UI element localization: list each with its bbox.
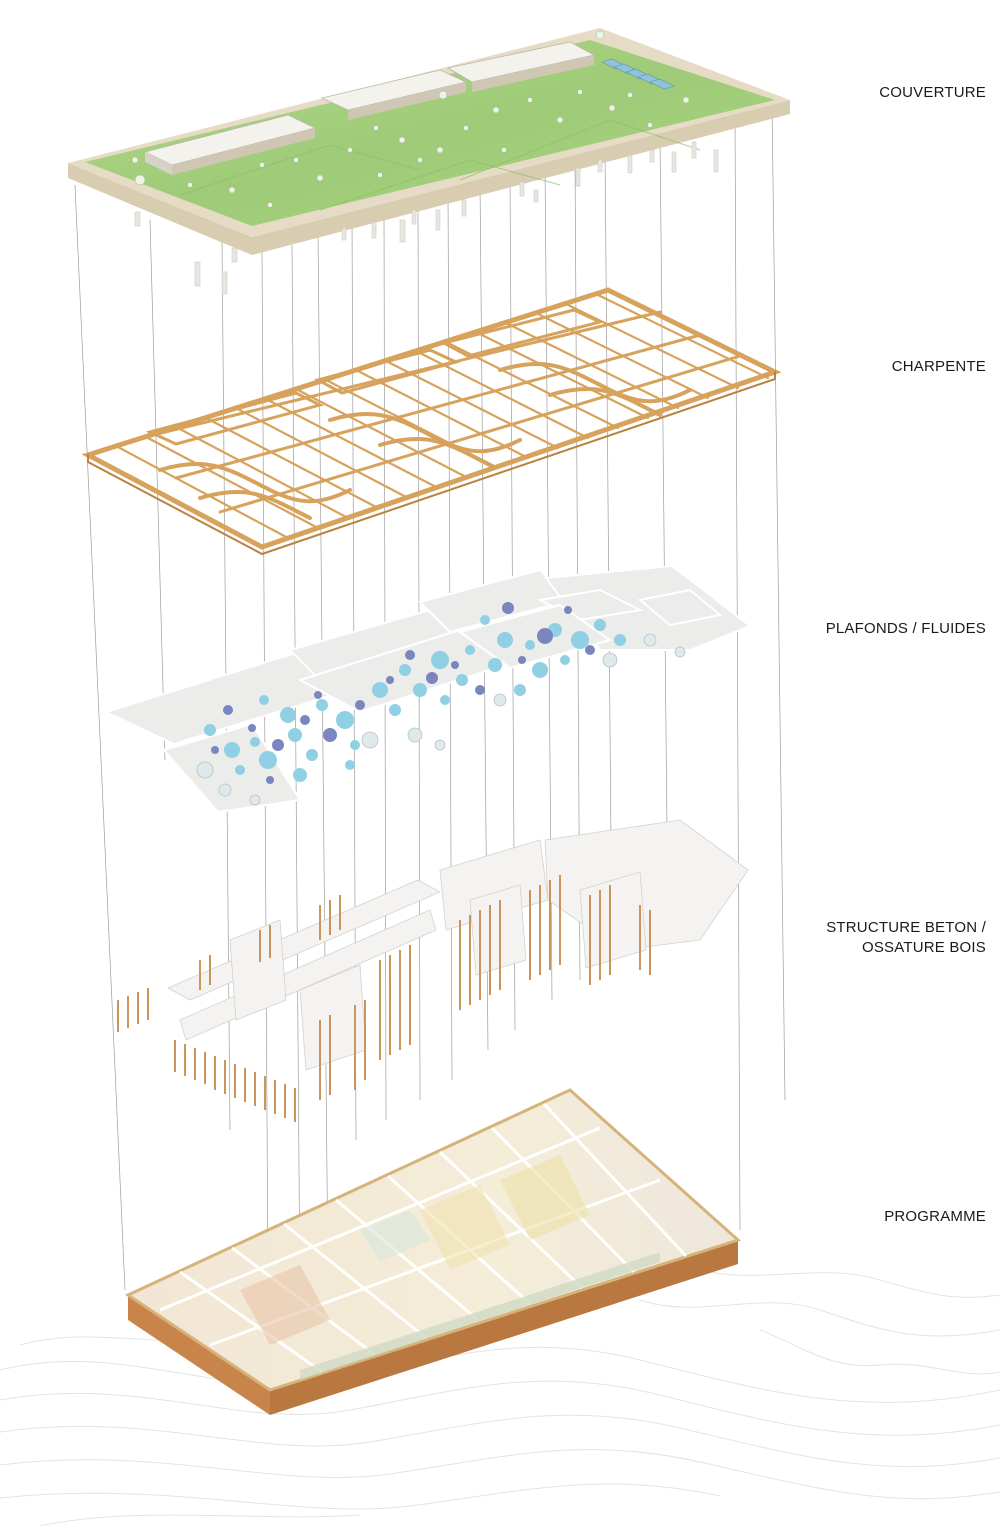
ceiling-diffuser-circles	[196, 602, 686, 806]
roof-layer	[68, 28, 790, 295]
roof-pavilions	[143, 41, 596, 175]
label-charpente: CHARPENTE	[892, 357, 986, 377]
concrete-walls	[167, 819, 749, 1071]
timber-slats	[117, 875, 651, 1122]
timber-frame-layer	[81, 287, 782, 556]
label-charpente-line: CHARPENTE	[891, 358, 986, 375]
structure-layer	[117, 819, 749, 1122]
roof-downpipes	[134, 141, 719, 295]
solar-panels	[601, 58, 675, 90]
programme-front-long-wall	[270, 1240, 738, 1415]
label-plafonds-line: PLAFONDS / FLUIDES	[825, 620, 986, 637]
label-couverture: COUVERTURE	[879, 83, 986, 103]
label-programme-line: PROGRAMME	[884, 1208, 986, 1225]
label-structure-beton-ossature-bois: STRUCTURE BETON / OSSATURE BOIS	[826, 918, 986, 958]
label-couverture-line: COUVERTURE	[879, 84, 986, 101]
topographic-contours	[0, 1269, 1000, 1526]
roof-skylights	[131, 30, 690, 208]
frame-outline	[81, 287, 782, 550]
ceiling-layer	[103, 564, 753, 814]
label-structure-line-1: STRUCTURE BETON /	[826, 919, 986, 936]
programme-rooms-fill	[240, 1155, 590, 1345]
programme-layer	[124, 1088, 741, 1415]
label-programme: PROGRAMME	[884, 1207, 986, 1227]
roof-green-surface	[85, 40, 775, 226]
label-plafonds-fluides: PLAFONDS / FLUIDES	[826, 619, 986, 639]
programme-glazing	[300, 1252, 660, 1380]
programme-front-wall	[128, 1295, 270, 1415]
label-structure-line-2: OSSATURE BOIS	[861, 939, 986, 956]
